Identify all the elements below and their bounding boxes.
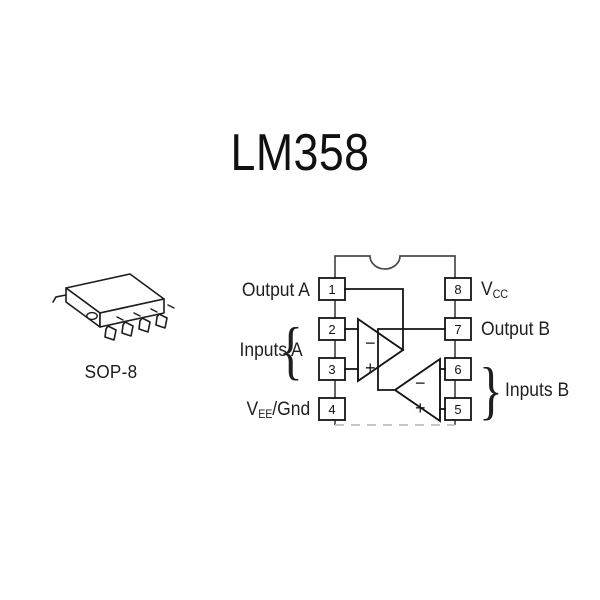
op-amp-b-inverting-sign: − xyxy=(415,373,426,393)
op-amp-a-inverting-sign: − xyxy=(365,333,376,353)
label-output-b: Output B xyxy=(481,319,550,340)
label-vee-gnd-subscript: EE xyxy=(258,408,273,422)
label-vee-gnd-tail: /Gnd xyxy=(272,399,310,420)
sop8-package-icon xyxy=(52,273,175,341)
pin-box-4[interactable] xyxy=(318,397,346,421)
wire-opamp-b-to-pin7 xyxy=(377,328,446,391)
brace-inputs-a: { xyxy=(278,315,303,387)
pin-number-5: 5 xyxy=(454,402,462,417)
pinout-diagram: 1 2 3 4 8 7 6 5 − + − + Output A Inputs … xyxy=(200,240,600,450)
pinout-schematic xyxy=(318,255,472,426)
pin-number-4: 4 xyxy=(328,402,336,417)
pin-box-8[interactable] xyxy=(444,277,472,301)
op-amp-a-triangle xyxy=(357,317,405,383)
pin-number-1: 1 xyxy=(328,282,336,297)
page-title: LM358 xyxy=(230,124,370,182)
op-amp-b-noninverting-sign: + xyxy=(415,398,426,418)
pin-number-3: 3 xyxy=(328,362,336,377)
label-vcc: VCC xyxy=(481,279,508,302)
label-output-a: Output A xyxy=(241,280,310,301)
chip-body-outline xyxy=(334,255,456,425)
label-vee-gnd: VEE/Gnd xyxy=(246,399,310,422)
pin-number-7: 7 xyxy=(454,322,462,337)
label-vcc-subscript: CC xyxy=(492,288,508,302)
pin-number-6: 6 xyxy=(454,362,462,377)
label-vcc-main: V xyxy=(481,279,493,300)
label-inputs-b: Inputs B xyxy=(505,380,570,401)
package-caption: SOP-8 xyxy=(84,362,138,382)
brace-inputs-b: } xyxy=(478,355,503,427)
pin-boxes-right xyxy=(444,277,472,421)
pin-boxes-left xyxy=(318,277,346,421)
op-amp-a-noninverting-sign: + xyxy=(365,358,376,378)
pin-number-2: 2 xyxy=(328,322,336,337)
label-inputs-a: Inputs A xyxy=(239,340,303,361)
pin-number-8: 8 xyxy=(454,282,462,297)
package-illustration: SOP-8 xyxy=(26,266,196,406)
op-amp-b-triangle xyxy=(393,357,441,423)
label-vee-gnd-main: V xyxy=(246,399,259,420)
pin1-dimple-icon xyxy=(86,311,98,321)
